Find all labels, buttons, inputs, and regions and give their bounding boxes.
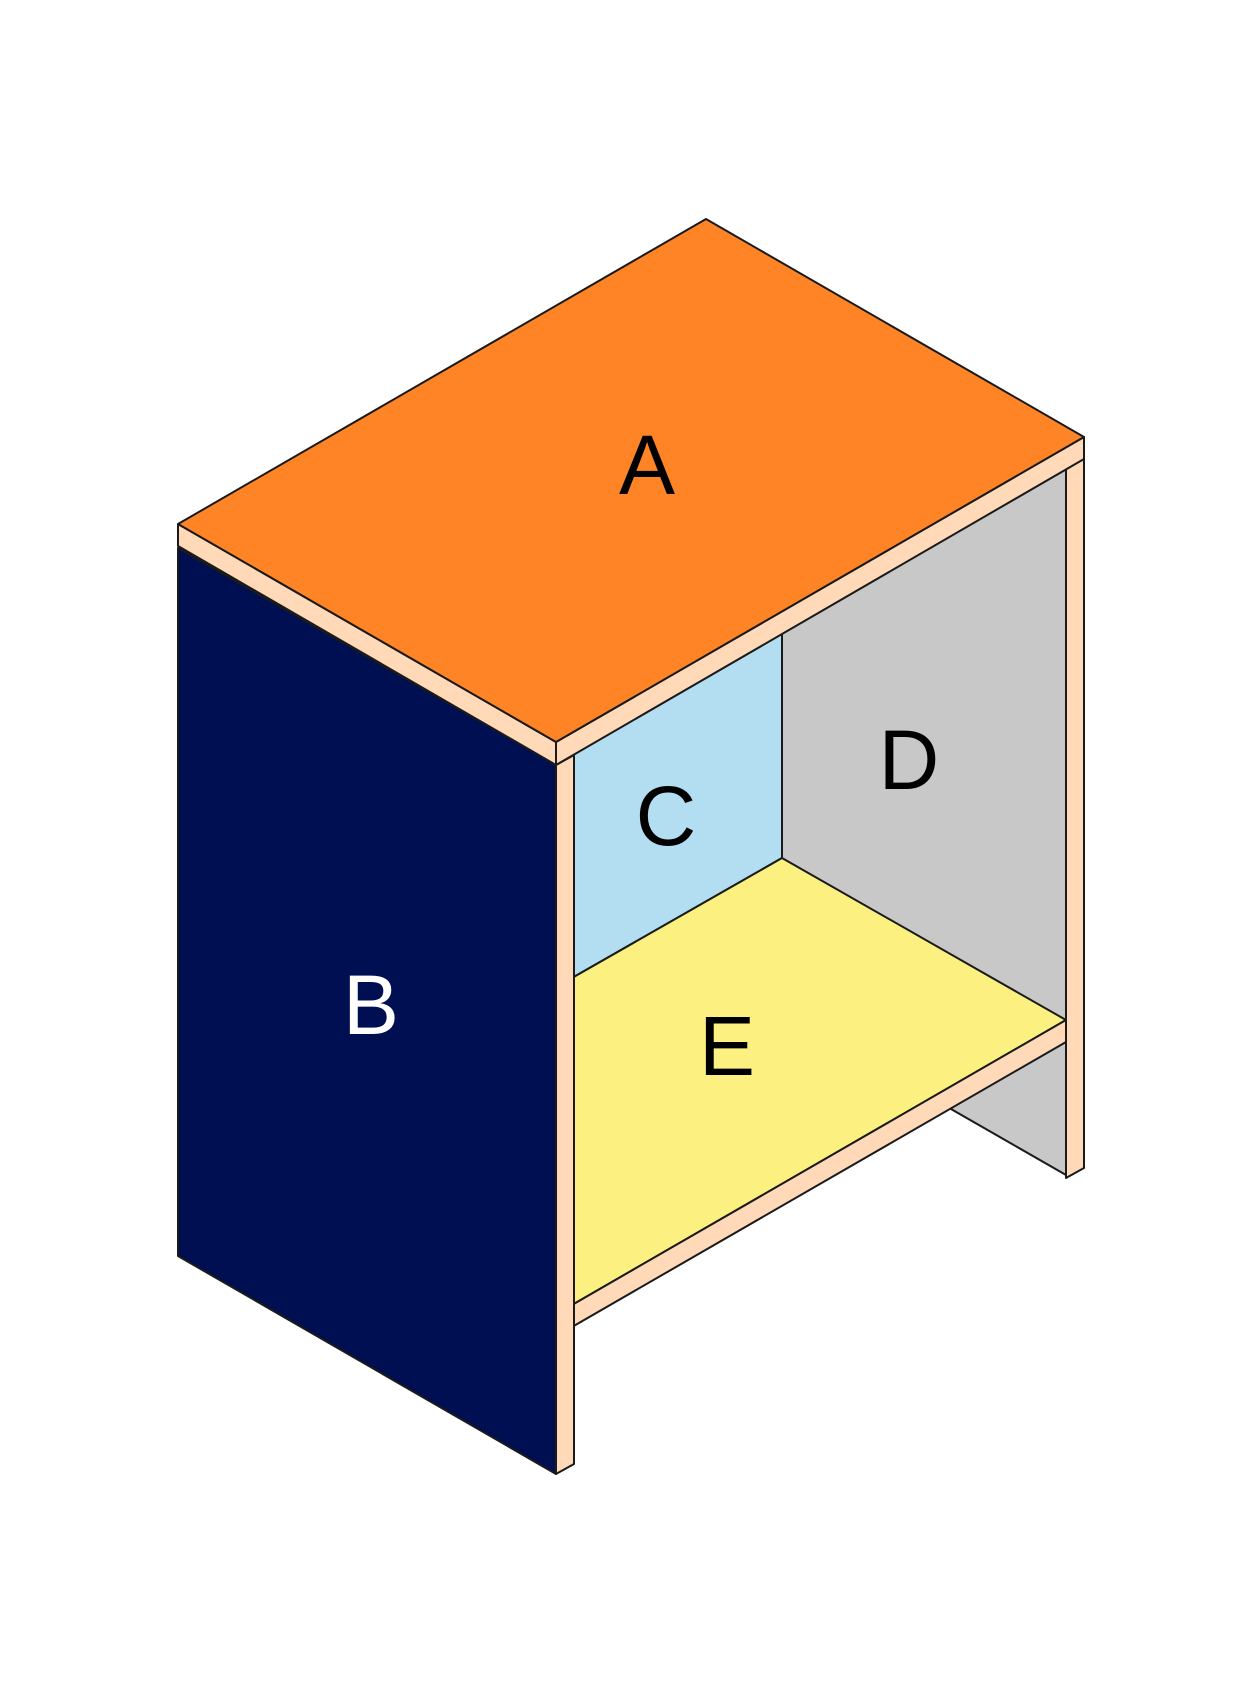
label-left-side: B: [343, 958, 399, 1052]
label-top: A: [619, 418, 675, 512]
top-panel: [177, 218, 1085, 743]
label-back-left: C: [636, 769, 697, 863]
label-shelf: E: [699, 999, 755, 1093]
right-side-edge: [1065, 457, 1085, 1179]
label-back-right: D: [879, 713, 940, 807]
left-side-edge: [555, 754, 575, 1475]
